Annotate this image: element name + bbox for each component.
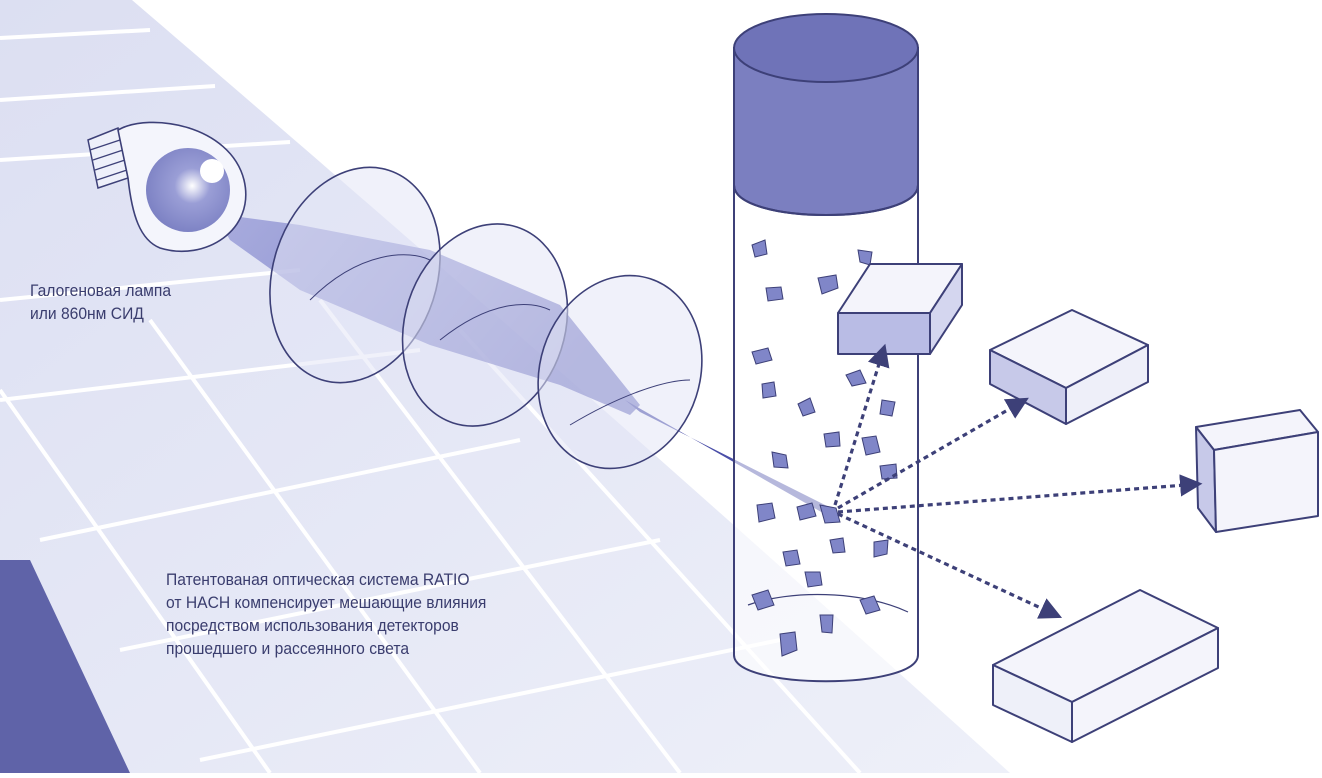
description-line-1: Патентованая оптическая система RATIO	[166, 570, 470, 589]
description-label: Патентованая оптическая система RATIO от…	[166, 568, 486, 660]
sample-vial-icon	[733, 13, 919, 683]
lamp-label-line-1: Галогеновая лампа	[30, 281, 172, 300]
description-line-4: прошедшего и рассеянного света	[166, 639, 410, 658]
lens-icon	[269, 166, 703, 470]
description-line-3: посредством использования детекторов	[166, 616, 459, 635]
description-line-2: от HACH компенсирует мешающие влияния	[166, 593, 487, 612]
lamp-icon	[87, 121, 247, 253]
lamp-label: Галогеновая лампа или 860нм СИД	[30, 279, 171, 325]
detector-icon	[837, 263, 1319, 743]
scatter-arrows	[833, 343, 1203, 619]
particle-icon	[751, 239, 898, 657]
lamp-label-line-2: или 860нм СИД	[30, 304, 144, 323]
